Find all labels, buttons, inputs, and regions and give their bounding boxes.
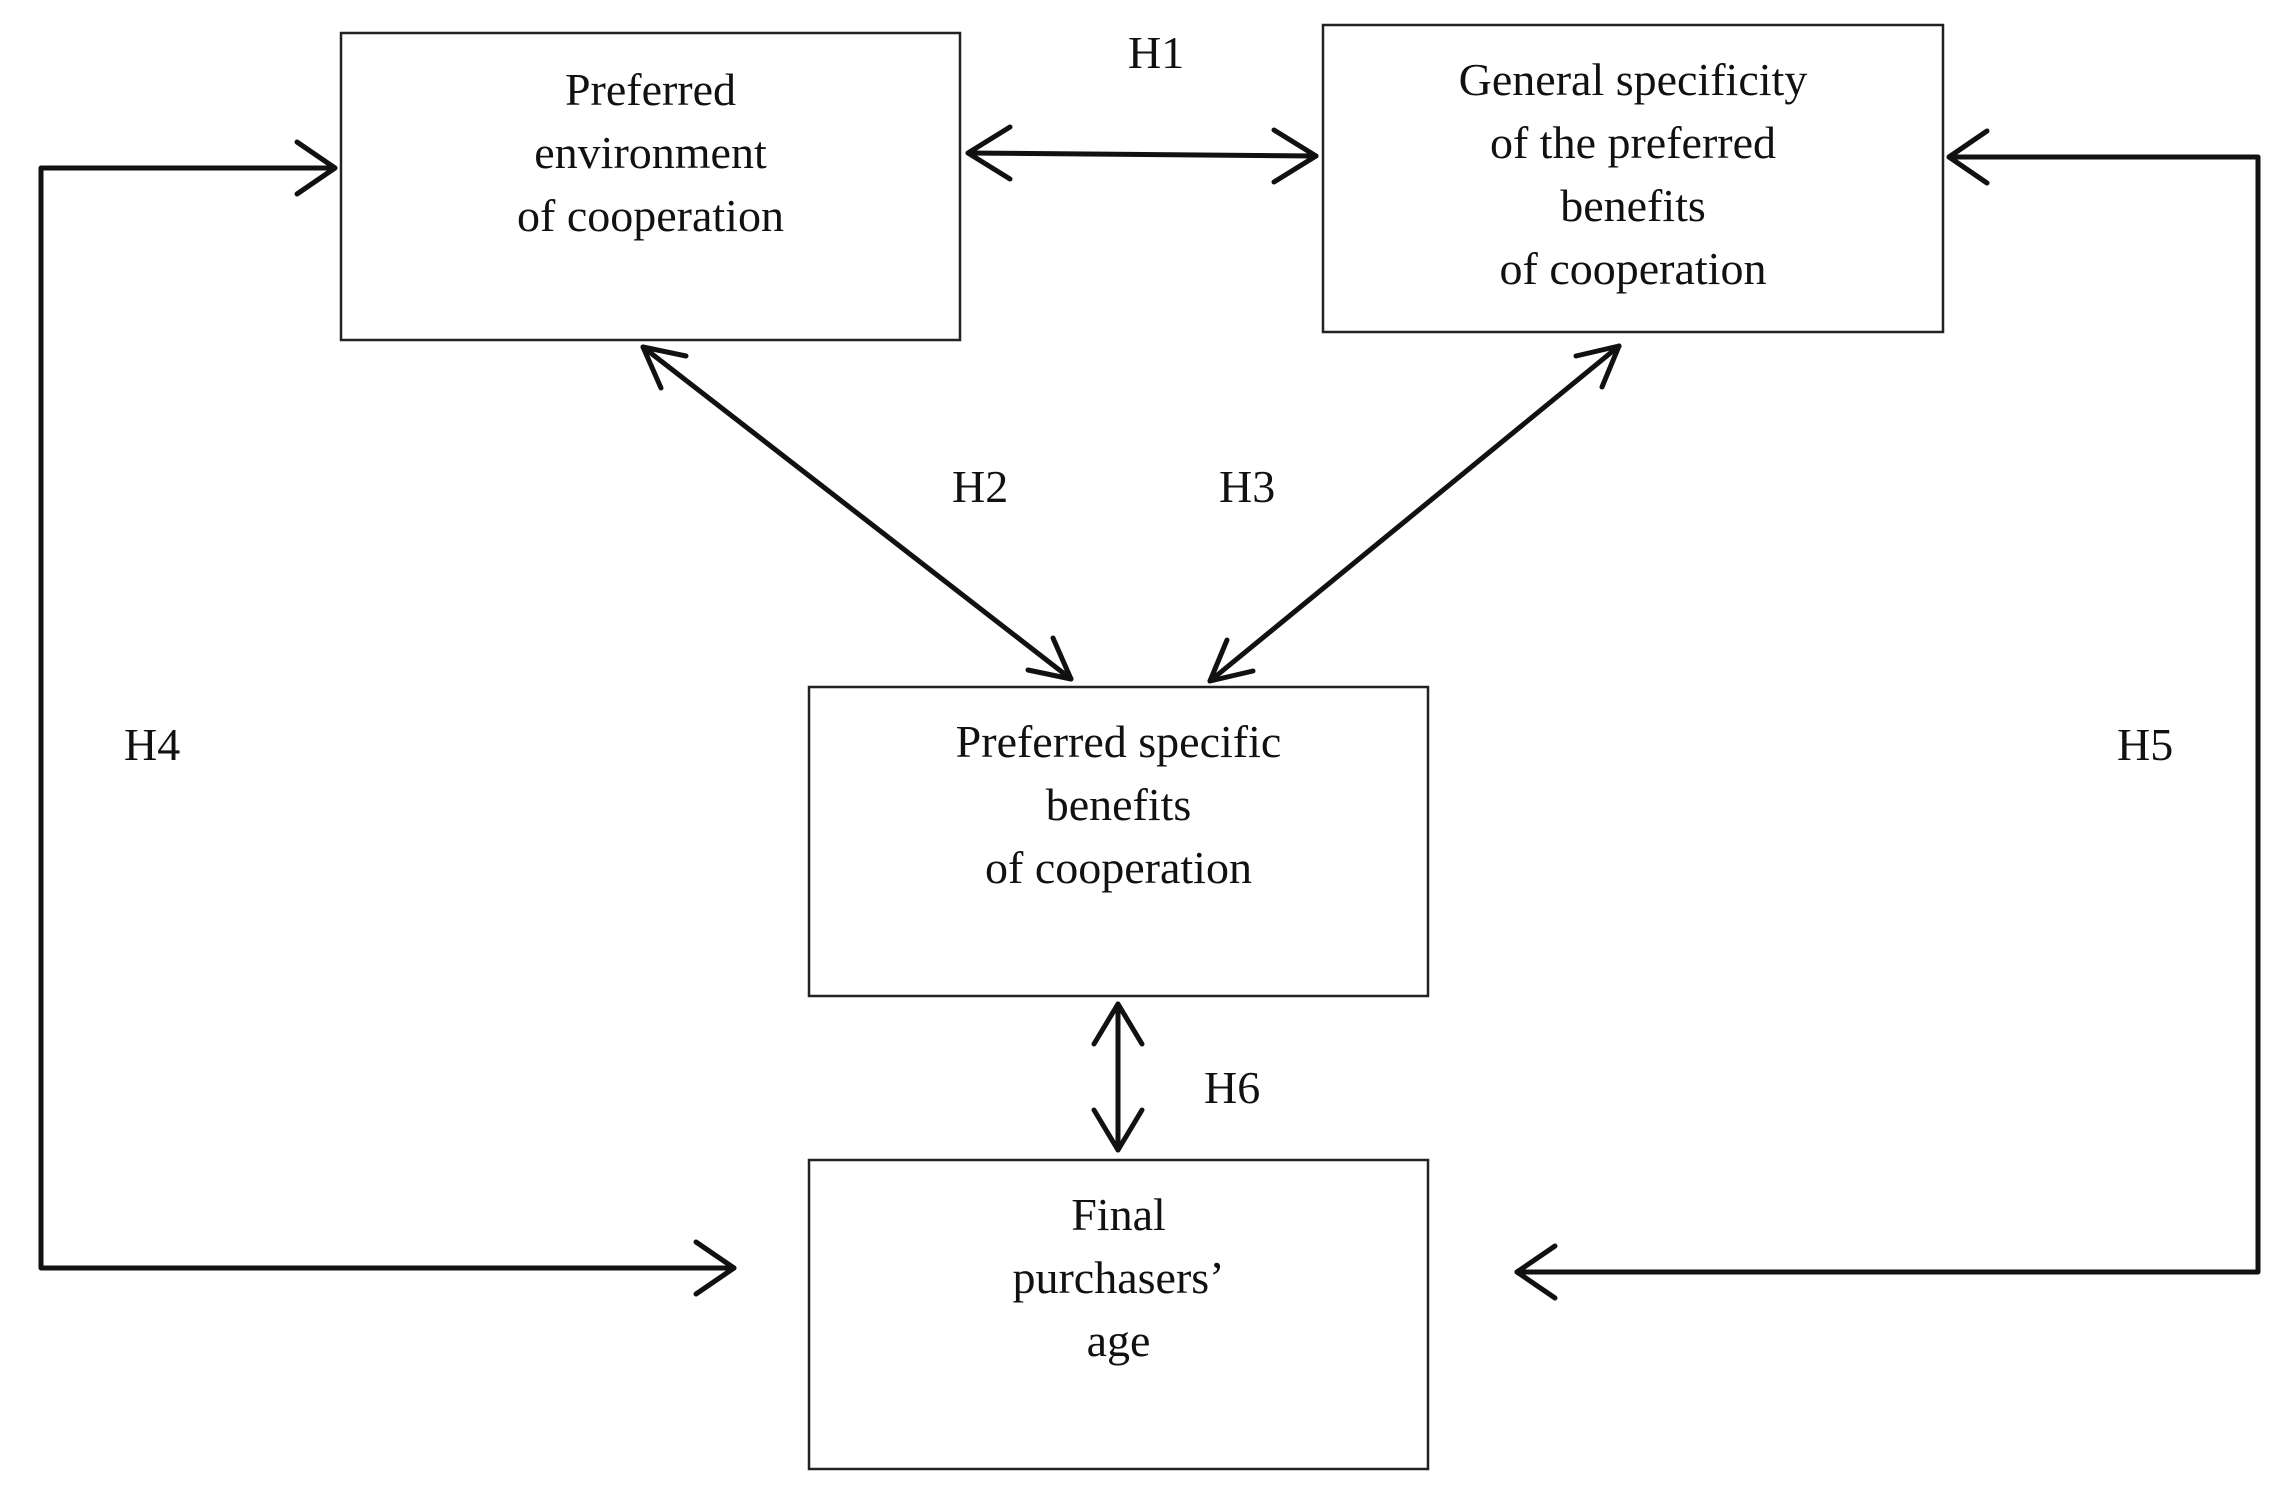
hypothesis-label-h5: H5: [2117, 719, 2174, 770]
label-final-purchasers-age: Final purchasers’ age: [1012, 1189, 1225, 1366]
hypothesis-label-h1: H1: [1128, 27, 1185, 78]
edge-h1: [965, 124, 1319, 185]
label-preferred-environment: Preferred environment of cooperation: [517, 64, 784, 241]
box-preferred-environment: [339, 31, 962, 342]
label-general-specificity: General specificity of the preferred ben…: [1458, 54, 1808, 294]
box-final-purchasers-age: [807, 1158, 1430, 1471]
edge-h4: [38, 139, 737, 1297]
label-preferred-specific-benefits: Preferred specific benefits of cooperati…: [955, 716, 1282, 893]
hypothesis-label-h2: H2: [952, 461, 1009, 512]
edge-h2: [640, 344, 1074, 682]
box-preferred-specific-benefits: [807, 685, 1430, 998]
hypothesis-label-h6: H6: [1204, 1062, 1261, 1113]
hypothesis-label-h3: H3: [1219, 461, 1276, 512]
hypothesis-label-h4: H4: [124, 719, 181, 770]
edge-h3: [1207, 343, 1622, 684]
edge-h5: [1514, 128, 2261, 1301]
box-general-specificity: [1321, 23, 1945, 334]
edge-h6: [1091, 1001, 1145, 1153]
